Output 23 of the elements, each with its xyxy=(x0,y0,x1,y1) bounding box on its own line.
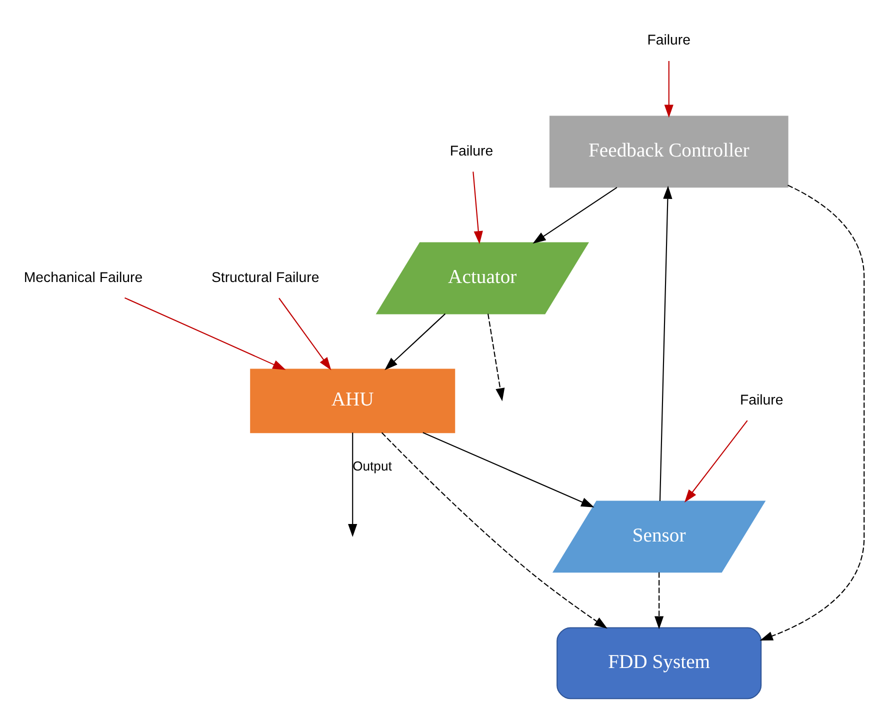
node-text: Mechanical Failure xyxy=(24,269,143,286)
arrow xyxy=(124,296,286,370)
node-text: Failure xyxy=(647,32,691,48)
arrow xyxy=(384,312,446,370)
arrow xyxy=(664,60,674,118)
node-box: Feedback Controller xyxy=(549,115,788,188)
arrow xyxy=(278,297,332,370)
node-text: Failure xyxy=(450,142,494,159)
node-text: Failure xyxy=(740,392,784,408)
arrow xyxy=(654,572,664,629)
node-box: FDD System xyxy=(556,626,762,699)
arrow xyxy=(472,171,483,244)
node-box: AHU xyxy=(250,368,456,433)
edge-label: Output xyxy=(352,458,392,473)
arrow xyxy=(659,185,672,501)
arrow xyxy=(422,432,594,507)
arrow xyxy=(487,313,505,401)
arrow xyxy=(760,184,865,640)
arrow xyxy=(381,432,608,628)
arrow xyxy=(684,420,748,502)
node-text: Structural Failure xyxy=(211,269,320,286)
arrow xyxy=(532,186,618,244)
arrow xyxy=(348,432,358,537)
